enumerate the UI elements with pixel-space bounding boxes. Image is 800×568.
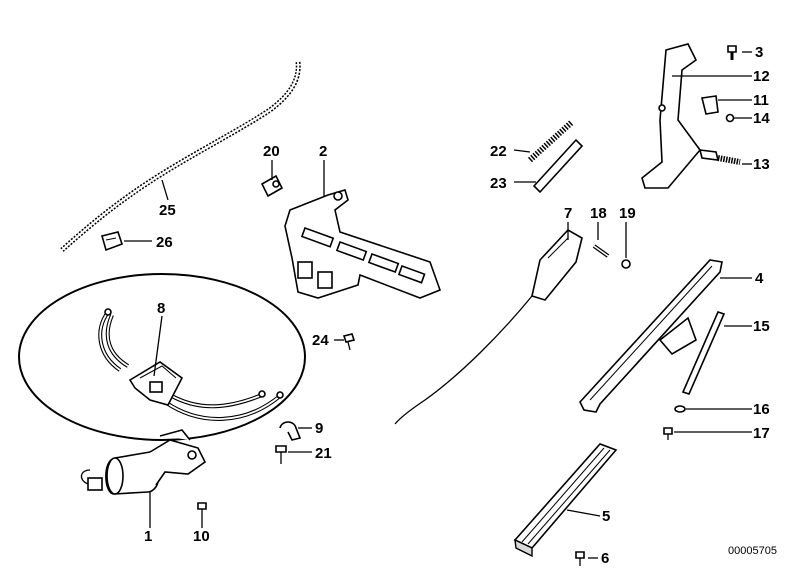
callout-labels: 1 2 3 4 5 6 7 8 9 10 11 12 13 14 15 16 1… xyxy=(144,44,777,567)
callout-12: 12 xyxy=(753,68,770,85)
part-10-screw xyxy=(197,502,207,520)
callout-19: 19 xyxy=(619,205,636,222)
callout-18: 18 xyxy=(590,205,607,222)
callout-3: 3 xyxy=(755,44,763,61)
callout-10: 10 xyxy=(193,528,210,545)
callout-21: 21 xyxy=(315,445,332,462)
leader-lines xyxy=(124,51,752,559)
part-7-slider-cable xyxy=(394,228,583,425)
part-19-nut xyxy=(621,259,631,269)
callout-15: 15 xyxy=(753,318,770,335)
part-15-rod xyxy=(681,311,726,395)
callout-17: 17 xyxy=(753,425,770,442)
part-12-bracket xyxy=(641,43,702,189)
part-25-sealing-strip xyxy=(60,61,301,252)
part-2-carrier-plate xyxy=(284,189,442,299)
part-8-cable-harness xyxy=(98,308,284,421)
callout-26: 26 xyxy=(156,234,173,251)
callout-11: 11 xyxy=(753,92,769,109)
part-3-stud xyxy=(727,45,737,60)
callout-4: 4 xyxy=(755,270,764,287)
callout-20: 20 xyxy=(263,143,280,160)
part-22-spring xyxy=(527,119,575,163)
callout-24: 24 xyxy=(312,332,329,349)
part-14-nut xyxy=(725,113,735,123)
callout-9: 9 xyxy=(315,420,323,437)
part-13-threaded-stud xyxy=(698,149,741,165)
callout-7: 7 xyxy=(564,205,572,222)
callout-13: 13 xyxy=(753,156,770,173)
part-4-guide-rail xyxy=(579,259,723,413)
part-17-screw xyxy=(663,427,673,440)
part-21-bolt xyxy=(275,445,287,464)
catalog-number: 00005705 xyxy=(728,545,777,557)
callout-2: 2 xyxy=(319,143,327,160)
callout-6: 6 xyxy=(601,550,609,567)
callout-8: 8 xyxy=(157,300,165,317)
part-20-bracket-clip xyxy=(260,174,284,198)
callout-23: 23 xyxy=(490,175,507,192)
part-1-motor xyxy=(80,429,207,495)
callout-25: 25 xyxy=(159,202,176,219)
part-18-pin xyxy=(592,244,610,258)
part-11-clip xyxy=(701,95,719,115)
callout-22: 22 xyxy=(490,143,507,160)
callout-16: 16 xyxy=(753,401,770,418)
part-16-ring xyxy=(674,405,686,413)
part-24-screw xyxy=(342,333,356,351)
detail-circle xyxy=(18,273,306,441)
part-6-screw xyxy=(575,551,585,566)
callout-1: 1 xyxy=(144,528,152,545)
part-23-guide-tube xyxy=(532,138,584,194)
part-26-clip xyxy=(101,231,124,252)
callout-14: 14 xyxy=(753,110,770,127)
callout-5: 5 xyxy=(602,508,610,525)
part-5-guide-channel xyxy=(513,443,618,558)
part-9-clamp xyxy=(279,421,302,441)
